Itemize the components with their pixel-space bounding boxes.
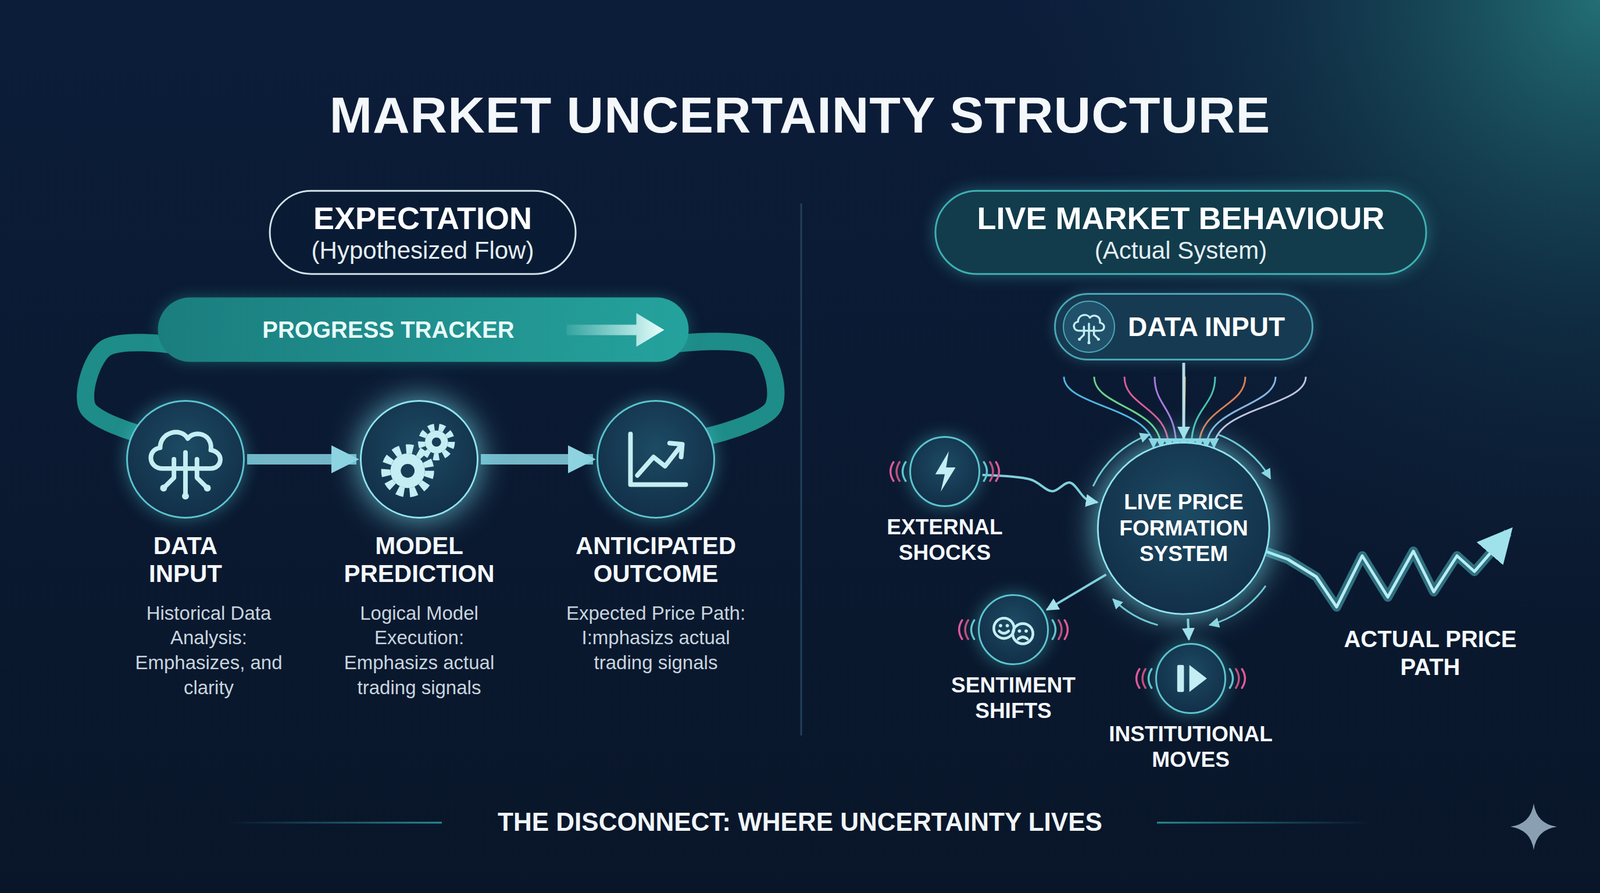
node-body: (Hypothesized Flow): [311, 236, 535, 266]
footer-rule: [1156, 822, 1373, 824]
orbit-arrows: [1093, 434, 1271, 625]
path-label: ACTUAL PRICE PATH: [1334, 625, 1527, 681]
node-heading: EXPECTATION: [311, 200, 535, 237]
factor-circle: SENTIMENT SHIFTS: [977, 594, 1049, 666]
circle-caption: EXTERNAL SHOCKS: [863, 514, 1027, 567]
node-heading: ANTICIPATED OUTCOME: [545, 531, 767, 589]
stream-line: [1154, 376, 1177, 448]
factor-circle: INSTITUTIONAL MOVES: [1155, 643, 1227, 714]
node-icon: [361, 401, 477, 517]
circle-caption: DATA INPUTHistorical Data Analysis: Emph…: [118, 531, 253, 701]
circle-caption: SENTIMENT SHIFTS: [926, 672, 1101, 725]
stream-line: [1191, 376, 1216, 448]
process-circle: MODEL PREDICTIONLogical Model Execution:…: [359, 400, 479, 519]
diagram-title: MARKET UNCERTAINTY STRUCTURE: [0, 84, 1600, 146]
connector: [247, 454, 357, 465]
node-body: Expected Price Path: I:mphasizs actual t…: [565, 601, 746, 677]
node-heading: EXTERNAL SHOCKS: [863, 514, 1027, 567]
stream-line: [1124, 376, 1169, 448]
node-heading: INSTITUTIONAL MOVES: [1074, 721, 1307, 774]
header-pill: EXPECTATION(Hypothesized Flow): [269, 190, 577, 275]
node-icon: [598, 401, 714, 517]
node-icon: [979, 595, 1048, 664]
connector: [480, 454, 594, 465]
connector: [982, 475, 1098, 503]
caption-holder: THE DISCONNECT: WHERE UNCERTAINTY LIVES: [0, 806, 1600, 838]
price-path-band: [1265, 532, 1509, 607]
title-holder: MARKET UNCERTAINTY STRUCTURE: [0, 84, 1600, 146]
cloud-icon: [1063, 301, 1114, 352]
diagram-caption: THE DISCONNECT: WHERE UNCERTAINTY LIVES: [0, 806, 1600, 838]
node-body: Historical Data Analysis: Emphasizes, an…: [118, 601, 299, 702]
stream-line: [1063, 376, 1154, 448]
connector: [1047, 574, 1107, 610]
stream-line: [1213, 376, 1306, 448]
pill-icon: [1062, 300, 1116, 353]
header-pill: LIVE MARKET BEHAVIOUR(Actual System): [934, 190, 1427, 275]
input-pill: DATA INPUT: [1054, 293, 1314, 361]
process-circle: DATA INPUTHistorical Data Analysis: Emph…: [126, 400, 245, 519]
circle-text: LIVE PRICE FORMATION SYSTEM: [1113, 489, 1254, 567]
panel-divider: [800, 203, 803, 736]
node-heading: DATA INPUT: [118, 531, 253, 589]
circle-caption: MODEL PREDICTION Logical Model Execution:…: [320, 531, 519, 701]
node-body: (Actual System): [976, 236, 1385, 266]
node-icon: [911, 437, 979, 506]
node-heading: SENTIMENT SHIFTS: [926, 672, 1101, 725]
progress-arrow: [566, 309, 666, 350]
price-path-line: [1265, 532, 1509, 607]
node-icon: [127, 401, 244, 517]
connector: [1187, 618, 1189, 640]
circle-caption: INSTITUTIONAL MOVES: [1074, 721, 1307, 774]
connector: [1182, 362, 1186, 439]
process-circle: ANTICIPATED OUTCOMEExpected Price Path: …: [596, 400, 716, 519]
node-icon: [1156, 644, 1225, 713]
node-heading: PROGRESS TRACKER: [262, 316, 514, 344]
footer-rule: [226, 822, 442, 824]
node-heading: LIVE PRICE FORMATION SYSTEM: [1113, 489, 1254, 567]
node-heading: LIVE MARKET BEHAVIOUR: [976, 200, 1385, 237]
label-holder: ACTUAL PRICE PATH: [1334, 625, 1527, 681]
progress-band: PROGRESS TRACKER: [158, 297, 689, 363]
factor-circle: EXTERNAL SHOCKS: [909, 436, 981, 507]
system-circle: LIVE PRICE FORMATION SYSTEM: [1097, 441, 1271, 616]
circle-caption: ANTICIPATED OUTCOME Expected Price Path: …: [545, 531, 767, 676]
node-heading: DATA INPUT: [1127, 311, 1285, 343]
node-heading: MODEL PREDICTION: [320, 531, 519, 589]
sparkle-mark: [1510, 803, 1557, 850]
node-body: Logical Model Execution: Emphasizs actua…: [329, 601, 510, 702]
